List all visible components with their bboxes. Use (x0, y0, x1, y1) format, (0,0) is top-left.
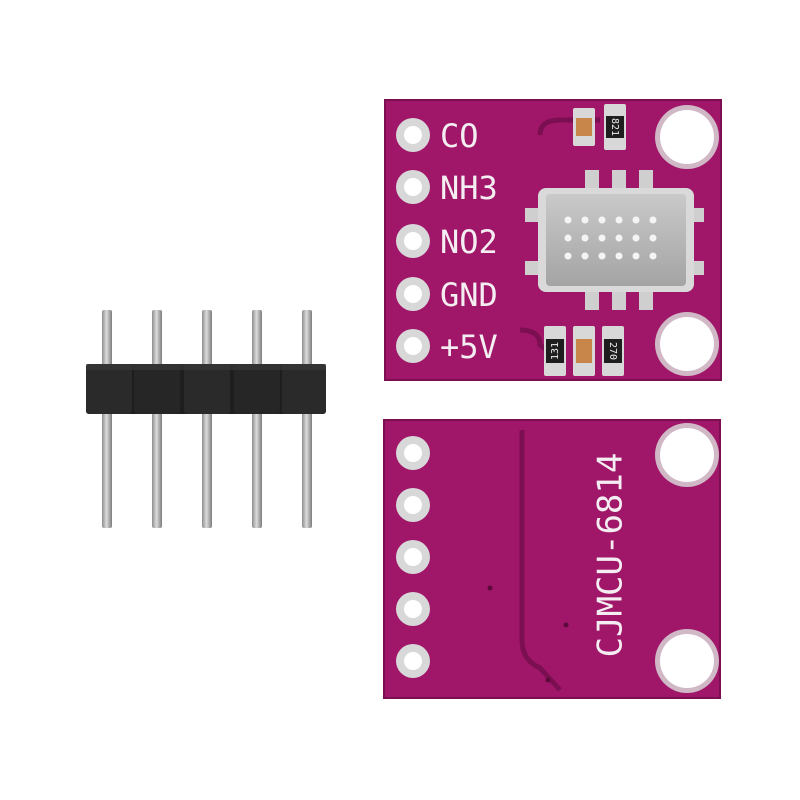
header-pins (102, 310, 312, 528)
header-plastic-body (86, 364, 326, 414)
pin-header (86, 310, 326, 528)
pin-pad-5v (396, 329, 430, 363)
bottom-smd-components: 131 270 (544, 326, 624, 376)
pin-label-nh3: NH3 (440, 169, 498, 207)
back-pin-pad (396, 644, 430, 678)
front-board: CO NH3 NO2 GND +5V 821 (384, 99, 722, 381)
header-pin (252, 310, 262, 528)
back-pin-pad (396, 540, 430, 574)
pin-label-gnd: GND (440, 276, 498, 314)
header-pin (152, 310, 162, 528)
mics6814-sensor (525, 170, 704, 310)
front-pin-labels: CO NH3 NO2 GND +5V (440, 117, 498, 366)
resistor-code-bottom-left: 131 (550, 342, 561, 360)
front-pin-pads (396, 118, 430, 363)
front-mounting-holes (655, 105, 719, 376)
pin-label-5v: +5V (440, 328, 498, 366)
back-pin-pad (396, 488, 430, 522)
back-mounting-holes (655, 423, 719, 693)
back-pin-pad (396, 436, 430, 470)
resistor-code-top: 821 (609, 118, 620, 136)
pin-pad-no2 (396, 224, 430, 258)
pin-pad-co (396, 118, 430, 152)
pin-pad-nh3 (396, 170, 430, 204)
back-pin-pads (396, 436, 430, 678)
top-smd-components: 821 (573, 104, 626, 150)
pin-label-co: CO (440, 117, 479, 155)
pin-pad-gnd (396, 277, 430, 311)
header-pin (302, 310, 312, 528)
header-pin (102, 310, 112, 528)
resistor-code-bottom-right: 270 (607, 342, 618, 360)
model-label: CJMCU-6814 (591, 453, 631, 658)
pin-label-no2: NO2 (440, 223, 498, 261)
back-pin-pad (396, 592, 430, 626)
header-pin (202, 310, 212, 528)
back-board: CJMCU-6814 (383, 419, 721, 699)
